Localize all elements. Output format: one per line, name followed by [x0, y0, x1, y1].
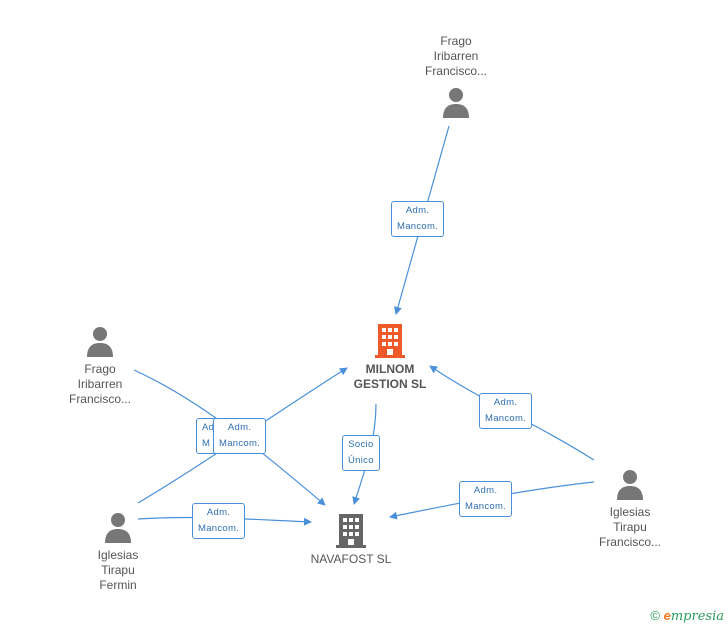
empresia-logo: © empresia	[650, 608, 724, 624]
brand-rest: mpresia	[670, 609, 724, 624]
company-name-line: MILNOM	[365, 362, 415, 376]
person-name-line: Iglesias	[609, 505, 651, 519]
person-name-line: Iribarren	[77, 377, 123, 391]
building-icon	[336, 514, 366, 548]
edge-label-top-to-milnom[interactable]: Adm. Mancom.	[391, 201, 445, 237]
edge-label-right-to-milnom[interactable]: Adm. Mancom.	[479, 393, 533, 429]
person-node-fermin[interactable]: Iglesias Tirapu Fermin	[72, 512, 164, 593]
person-node-left[interactable]: Frago Iribarren Francisco...	[54, 326, 146, 407]
company-node-navafost[interactable]: NAVAFOST SL	[296, 512, 406, 567]
person-icon	[443, 88, 469, 118]
edge-label-left-to-navafost[interactable]: Adm. Mancom.	[213, 418, 267, 454]
person-icon	[617, 470, 643, 500]
person-icon	[105, 513, 131, 543]
person-name-line: Frago	[440, 34, 472, 48]
person-name-line: Tirapu	[101, 563, 135, 577]
edge-label-milnom-to-navafost[interactable]: Socio Único	[342, 435, 380, 471]
person-node-right[interactable]: Iglesias Tirapu Francisco...	[584, 469, 676, 550]
person-name-line: Francisco...	[424, 64, 487, 78]
person-name-line: Iglesias	[97, 548, 139, 562]
building-icon	[375, 324, 405, 358]
company-name-line: GESTION SL	[353, 377, 427, 391]
person-name-line: Tirapu	[613, 520, 647, 534]
person-name-line: Francisco...	[598, 535, 661, 549]
person-name-line: Iribarren	[433, 49, 479, 63]
company-name-line: NAVAFOST SL	[310, 552, 392, 566]
person-icon	[87, 327, 113, 357]
person-name-line: Frago	[84, 362, 116, 376]
edge-label-right-to-navafost[interactable]: Adm. Mancom.	[459, 481, 513, 517]
person-node-top[interactable]: Frago Iribarren Francisco...	[410, 34, 502, 119]
brand-e: e	[663, 608, 671, 623]
person-name-line: Francisco...	[68, 392, 131, 406]
company-node-milnom[interactable]: MILNOM GESTION SL	[335, 322, 445, 392]
person-name-line: Fermin	[99, 578, 137, 592]
edge-label-fermin-to-navafost[interactable]: Adm. Mancom.	[192, 503, 246, 539]
copyright-symbol: ©	[650, 608, 660, 623]
